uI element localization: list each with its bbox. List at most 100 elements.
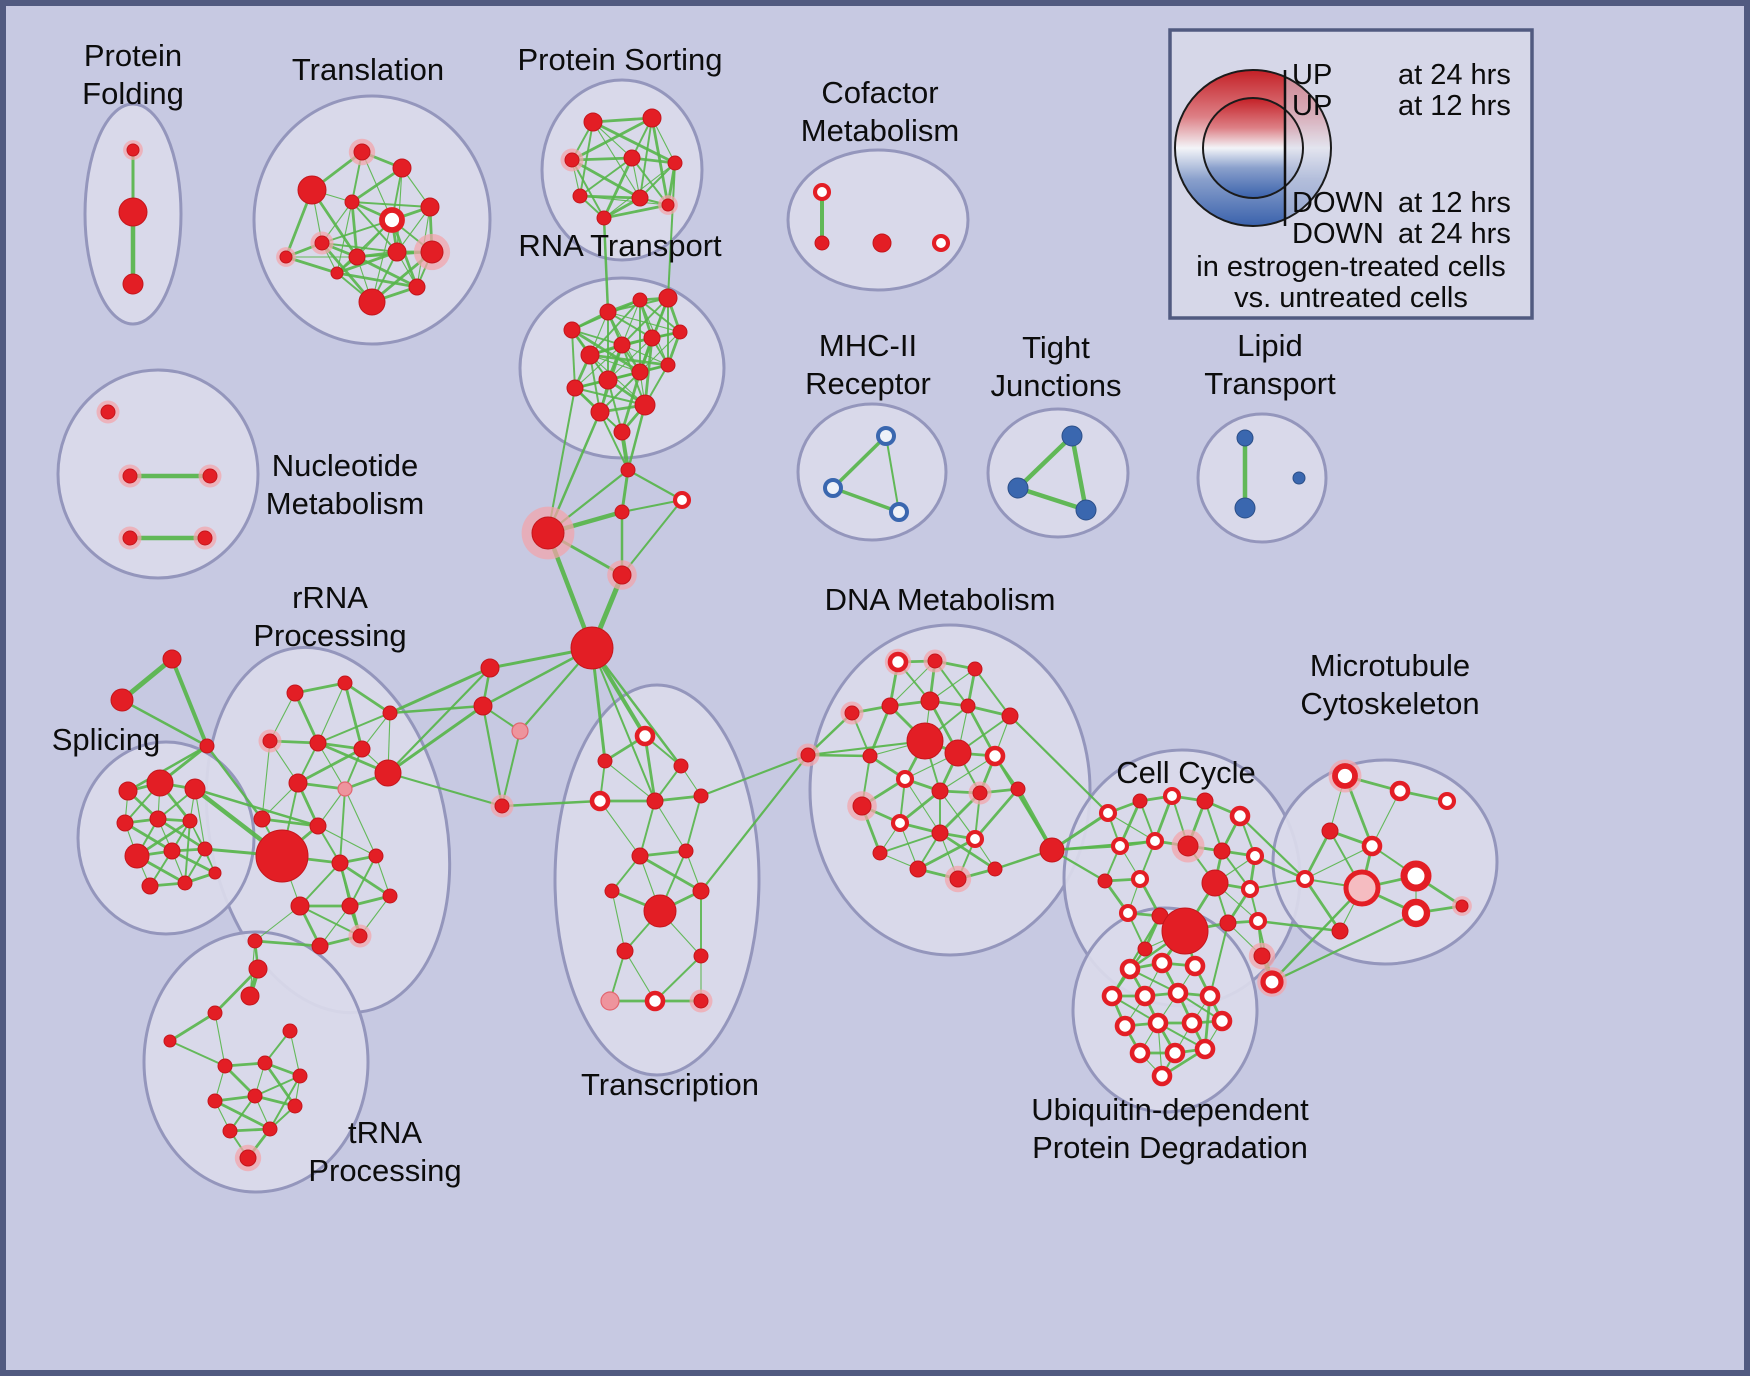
node-up-regulated bbox=[972, 785, 988, 801]
node-up-regulated bbox=[1219, 914, 1237, 932]
edge bbox=[344, 681, 391, 715]
node-down-regulated bbox=[1007, 477, 1029, 499]
cluster-label-lt: Lipid bbox=[1237, 328, 1303, 363]
node-up-regulated bbox=[590, 402, 610, 422]
node-up-regulated bbox=[800, 747, 816, 763]
node-up-regulated bbox=[279, 250, 293, 264]
node-up-regulated bbox=[382, 888, 398, 904]
edge bbox=[1204, 800, 1223, 852]
node-up-regulated bbox=[931, 782, 949, 800]
edge bbox=[574, 344, 623, 389]
edge bbox=[831, 434, 888, 490]
edge bbox=[602, 217, 610, 313]
node-up-regulated bbox=[420, 197, 440, 217]
edge bbox=[571, 158, 641, 200]
node-up-regulated bbox=[217, 1058, 233, 1074]
node-up-regulated bbox=[141, 877, 159, 895]
node-up-ring bbox=[1240, 879, 1260, 899]
node-up-regulated bbox=[612, 565, 632, 585]
cluster-label-rr: Processing bbox=[253, 618, 406, 653]
nodes bbox=[96, 108, 1472, 1172]
edge bbox=[621, 297, 669, 346]
cluster-label-sp: Splicing bbox=[52, 722, 161, 757]
edge bbox=[579, 194, 641, 200]
cluster-tr bbox=[142, 930, 370, 1194]
node-up-regulated bbox=[146, 769, 174, 797]
edge bbox=[501, 730, 521, 807]
node-up-regulated bbox=[247, 933, 263, 949]
edge bbox=[339, 788, 346, 864]
node-up-regulated bbox=[814, 235, 830, 251]
node-up-regulated bbox=[570, 626, 614, 670]
node-up-ring bbox=[1229, 805, 1251, 827]
node-up-regulated bbox=[118, 781, 138, 801]
node-down-regulated bbox=[1234, 497, 1256, 519]
node-up-ring bbox=[984, 745, 1006, 767]
node-up-ring bbox=[895, 769, 915, 789]
edge bbox=[387, 704, 484, 775]
node-up-regulated bbox=[597, 753, 613, 769]
node-up-regulated bbox=[353, 740, 371, 758]
edge bbox=[214, 1012, 226, 1067]
node-up-ring bbox=[1295, 869, 1315, 889]
cluster-mt bbox=[1271, 758, 1499, 966]
edge bbox=[343, 682, 364, 750]
edge bbox=[643, 337, 654, 406]
node-up-regulated bbox=[673, 758, 689, 774]
node-up-ring bbox=[1098, 803, 1118, 823]
cluster-label-mh: Receptor bbox=[805, 366, 931, 401]
node-up-ring bbox=[1400, 860, 1432, 892]
edge bbox=[1017, 485, 1087, 513]
node-up-regulated bbox=[920, 691, 940, 711]
edge bbox=[389, 704, 484, 715]
edge bbox=[351, 201, 431, 208]
edge bbox=[299, 862, 341, 907]
edge bbox=[1009, 715, 1109, 814]
node-up-regulated bbox=[253, 810, 271, 828]
node-up-ring bbox=[1129, 1042, 1151, 1064]
node-up-regulated bbox=[660, 357, 676, 373]
node-up-regulated bbox=[353, 143, 371, 161]
node-up-ring bbox=[1199, 985, 1221, 1007]
node-up-regulated bbox=[872, 233, 892, 253]
node-up-ring bbox=[1211, 1010, 1233, 1032]
edge bbox=[1257, 919, 1341, 933]
node-up-regulated bbox=[1137, 941, 1153, 957]
node-up-regulated bbox=[881, 697, 899, 715]
node-up-regulated bbox=[309, 817, 327, 835]
edge bbox=[501, 799, 601, 808]
cluster-label-mt: Microtubule bbox=[1310, 648, 1470, 683]
node-up-regulated bbox=[1001, 707, 1019, 725]
node-up-ring bbox=[1130, 869, 1150, 889]
edge bbox=[917, 837, 976, 871]
node-up-regulated bbox=[100, 404, 116, 420]
node-up-regulated bbox=[967, 661, 983, 677]
node-up-ring bbox=[644, 990, 666, 1012]
edge bbox=[589, 299, 641, 356]
edge bbox=[349, 855, 377, 907]
node-up-regulated bbox=[844, 705, 860, 721]
node-up-weak bbox=[511, 722, 529, 740]
node-up-regulated bbox=[987, 861, 1003, 877]
edge bbox=[939, 755, 996, 792]
node-up-regulated bbox=[199, 738, 215, 754]
cluster-label-dm: DNA Metabolism bbox=[825, 582, 1056, 617]
node-up-ring bbox=[1101, 985, 1123, 1007]
cluster-tx bbox=[553, 683, 761, 1077]
legend-outer-outline bbox=[1174, 69, 1332, 227]
cluster-label-mh: MHC-II bbox=[819, 328, 917, 363]
node-up-regulated bbox=[631, 847, 649, 865]
node-up-regulated bbox=[182, 813, 198, 829]
edge bbox=[127, 744, 208, 793]
node-up-regulated bbox=[494, 798, 510, 814]
node-up-regulated bbox=[1213, 842, 1231, 860]
edge bbox=[387, 667, 491, 774]
node-up-regulated bbox=[290, 896, 310, 916]
edge bbox=[599, 411, 629, 471]
node-up-regulated bbox=[309, 734, 327, 752]
node-up-ring bbox=[1114, 1015, 1136, 1037]
edge bbox=[169, 1040, 226, 1067]
node-up-regulated bbox=[473, 696, 493, 716]
node-up-regulated bbox=[358, 288, 386, 316]
